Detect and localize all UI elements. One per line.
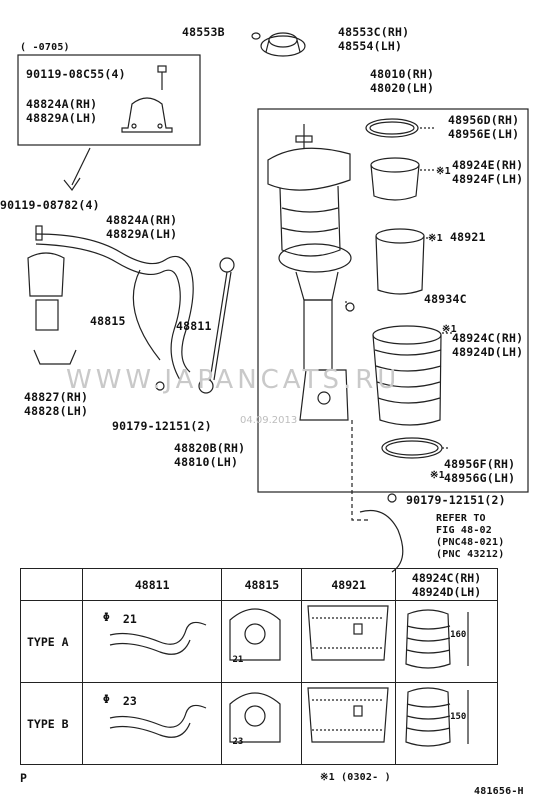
type-b-diameter: 23 <box>122 693 137 708</box>
table-row-type-b: TYPE B Φ 23 23 150 <box>20 682 498 765</box>
part-48815: 48815 <box>90 314 126 328</box>
part-48924c: 48924C(RH) <box>452 331 524 345</box>
stabilizer-bar-shape <box>35 233 194 381</box>
header-48811: 48811 <box>81 568 223 601</box>
header-48815: 48815 <box>221 568 303 601</box>
part-48921: 48921 <box>450 230 486 244</box>
star-mark-1: ※1 <box>436 166 451 177</box>
part-48811: 48811 <box>176 319 212 333</box>
type-b-diameter-symbol: Φ <box>102 691 110 706</box>
header-48921: 48921 <box>301 568 397 601</box>
inset-bolt: 90119-08C55(4) <box>26 67 126 81</box>
type-b-boot-cell: 150 <box>395 682 498 765</box>
part-48820b: 48820B(RH) <box>174 441 246 455</box>
type-a-diameter-symbol: Φ <box>102 609 110 624</box>
type-a-label: TYPE A <box>20 600 83 683</box>
part-48828: 48828(LH) <box>24 404 89 418</box>
part-48010: 48010(RH) <box>370 67 435 81</box>
type-b-bush-cell: 23 <box>221 682 303 765</box>
part-48824a: 48824A(RH) <box>106 213 178 227</box>
type-b-bar-cell: Φ 23 <box>81 682 223 765</box>
inset-bolt-shape <box>157 65 167 90</box>
part-48554: 48554(LH) <box>338 39 403 53</box>
inset-frame <box>17 54 201 146</box>
part-48924d: 48924D(LH) <box>452 345 524 359</box>
type-a-diameter: 21 <box>122 611 137 626</box>
inset-bracket-shape <box>121 97 173 133</box>
upper-support-shape <box>251 32 306 57</box>
part-48553b: 48553B <box>182 25 225 39</box>
part-90179-a: 90179-12151(2) <box>112 419 212 433</box>
part-90179-b: 90179-12151(2) <box>406 493 506 507</box>
watermark-date: 04.09.2013 <box>240 415 298 426</box>
inset-bracket-rh: 48824A(RH) <box>26 97 98 111</box>
type-b-48921-cell <box>301 682 397 765</box>
part-48829a: 48829A(LH) <box>106 227 178 241</box>
star-mark-2: ※1 <box>428 233 443 244</box>
refer-line4: (PNC 43212) <box>436 549 505 560</box>
refer-line2: FIG 48-02 <box>436 525 492 536</box>
star-mark-4: ※1 <box>430 470 445 481</box>
part-48956f: 48956F(RH) <box>444 457 516 471</box>
footer-left: P <box>20 771 28 785</box>
strut-shape <box>267 124 352 421</box>
part-48934c: 48934C <box>424 292 467 306</box>
part-48924e: 48924E(RH) <box>452 158 524 172</box>
type-a-48921-cell <box>301 600 397 683</box>
part-48956e: 48956E(LH) <box>448 127 520 141</box>
stabilizer-link-shape <box>155 257 235 394</box>
type-a-boot-dim: 160 <box>450 629 467 640</box>
footer-note: ※1 (0302- ) <box>320 772 391 783</box>
header-48924d: 48924D(LH) <box>411 584 482 599</box>
watermark-site: WWW.JAPANCATS.RU <box>66 365 401 395</box>
refer-line3: (PNC48-021) <box>436 537 505 548</box>
table-row-type-a: TYPE A Φ 21 21 160 <box>20 600 498 683</box>
part-48956g: 48956G(LH) <box>444 471 516 485</box>
refer-line1: REFER TO <box>436 513 486 524</box>
strut-components-shape <box>345 118 443 459</box>
type-b-label: TYPE B <box>20 682 83 765</box>
inset-bracket-lh: 48829A(LH) <box>26 111 98 125</box>
type-a-bush-cell: 21 <box>221 600 303 683</box>
part-48924f: 48924F(LH) <box>452 172 524 186</box>
knuckle-shape <box>359 509 404 573</box>
star-mark-3: ※1 <box>442 324 457 335</box>
type-a-boot-cell: 160 <box>395 600 498 683</box>
type-spec-table: 48811 48815 48921 48924C(RH) 48924D(LH) … <box>20 568 498 765</box>
inset-date-range: ( -0705) <box>20 42 70 53</box>
header-corner <box>20 568 83 601</box>
part-48810: 48810(LH) <box>174 455 239 469</box>
header-48924c: 48924C(RH) <box>411 570 482 585</box>
header-48924: 48924C(RH) 48924D(LH) <box>395 568 498 601</box>
part-48956d: 48956D(RH) <box>448 113 520 127</box>
part-48020: 48020(LH) <box>370 81 435 95</box>
type-a-bar-cell: Φ 21 <box>81 600 223 683</box>
part-90119-08782: 90119-08782(4) <box>0 198 100 212</box>
left-bushing-shapes <box>27 225 77 365</box>
footer-code: 481656-H <box>474 786 524 797</box>
inset-arrow <box>71 147 91 186</box>
strut-frame <box>257 108 529 493</box>
type-b-boot-dim: 150 <box>450 711 467 722</box>
type-a-bush-size: 21 <box>232 654 244 665</box>
type-b-bush-size: 23 <box>232 736 244 747</box>
part-48827: 48827(RH) <box>24 390 89 404</box>
part-48553c: 48553C(RH) <box>338 25 410 39</box>
table-header-row: 48811 48815 48921 48924C(RH) 48924D(LH) <box>20 568 498 601</box>
